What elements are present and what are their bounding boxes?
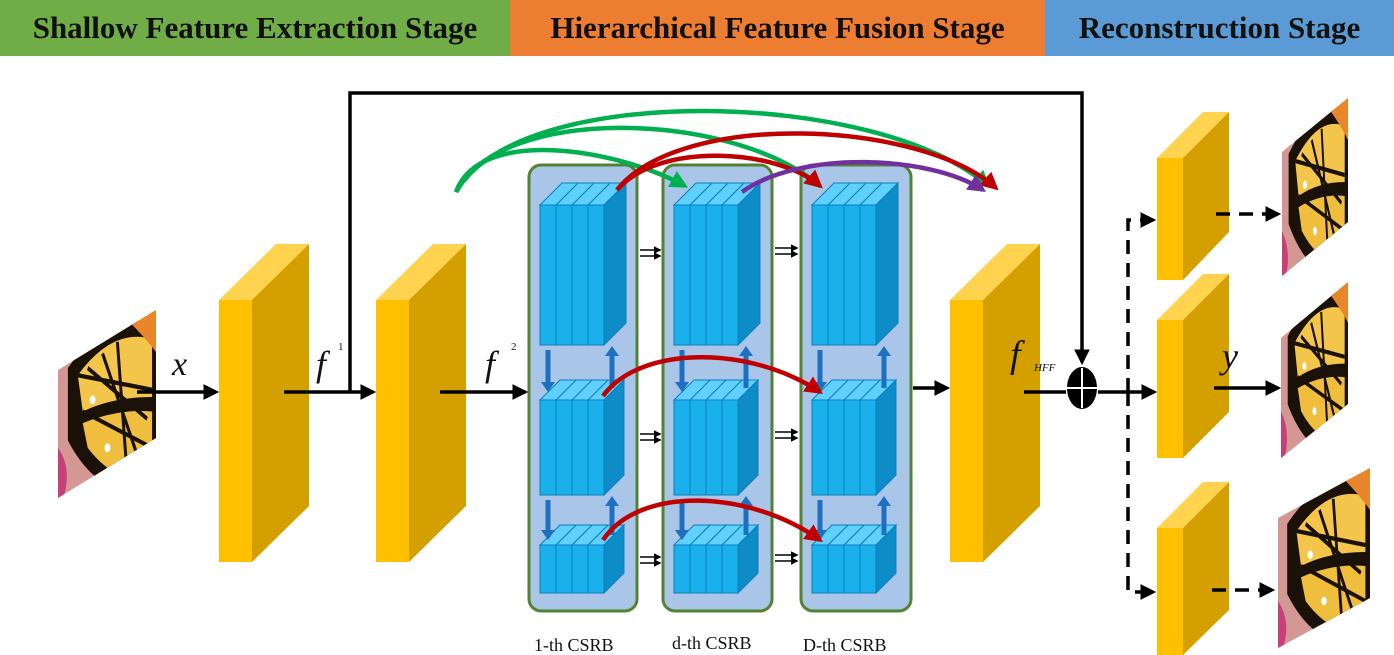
arrow-down-mid-d (675, 500, 689, 540)
caption-middle-csrb: d-th CSRB (672, 633, 752, 653)
skip-red-2 (615, 131, 999, 192)
label-f2-sup: 2 (511, 341, 517, 353)
label-y: y (1222, 336, 1238, 376)
dashed-to-recon-3 (1126, 392, 1157, 600)
output-image-3 (1278, 468, 1370, 650)
cube-stack-bot-d (672, 523, 760, 595)
label-fhff-sub: HFF (1034, 362, 1056, 374)
output-image-2 (1281, 282, 1348, 459)
recon-block-1 (1157, 112, 1229, 280)
cube-stack-mid-d (672, 378, 760, 497)
recon-block-3 (1157, 482, 1229, 655)
skip-purple (740, 159, 987, 194)
feature-map-2 (376, 244, 466, 562)
cube-stack-top-1 (538, 181, 628, 347)
label-f2: f (485, 344, 496, 384)
arrow-down-top-d (675, 350, 689, 392)
cube-stack-bot-D (810, 523, 898, 595)
caption-last-csrb: D-th CSRB (803, 635, 887, 655)
skip-red-bot-1 (601, 498, 823, 543)
plus-circle-icon (1067, 367, 1097, 409)
transfer-arrow-2-bot (775, 551, 799, 565)
cube-stack-mid-D (810, 378, 898, 497)
cube-stack-top-D (810, 181, 900, 347)
transfer-arrow-1-mid (640, 430, 662, 444)
cube-stack-top-d (672, 181, 762, 347)
arrow-down-mid-1 (541, 500, 555, 540)
global-skip (348, 91, 1090, 392)
arrow-up-bot-D (877, 496, 891, 535)
recon-block-2 (1157, 274, 1229, 458)
caption-first-csrb: 1-th CSRB (534, 635, 614, 655)
feature-map-1 (219, 244, 309, 562)
transfer-arrow-2-mid (775, 428, 799, 442)
arrow-up-mid-1 (605, 346, 619, 388)
label-fhff: f (1010, 334, 1021, 376)
label-x: x (172, 346, 188, 383)
skip-red-mid-1 (601, 355, 823, 398)
cube-stack-mid-1 (538, 378, 626, 497)
label-f1-sup: 1 (338, 341, 344, 353)
input-image (58, 310, 157, 499)
stage-shallow-header: Shallow Feature Extraction Stage (0, 0, 510, 56)
label-f1: f (316, 344, 327, 384)
output-image-1 (1282, 98, 1348, 280)
cube-stacks (538, 181, 900, 595)
dashed-to-recon-1 (1126, 212, 1157, 392)
transfer-arrow-1-bot (640, 553, 662, 567)
arrow-up-bot-d (739, 496, 753, 535)
arrow-up-mid-D (877, 346, 891, 388)
feature-map-hff (950, 244, 1040, 562)
cube-stack-bot-1 (538, 523, 626, 595)
arrow-down-top-1 (541, 350, 555, 392)
stage-reconstruction-header: Reconstruction Stage (1045, 0, 1394, 56)
transfer-arrow-2-top (775, 244, 799, 258)
transfer-arrow-1-top (640, 246, 662, 260)
stage-hierarchical-header: Hierarchical Feature Fusion Stage (510, 0, 1045, 56)
